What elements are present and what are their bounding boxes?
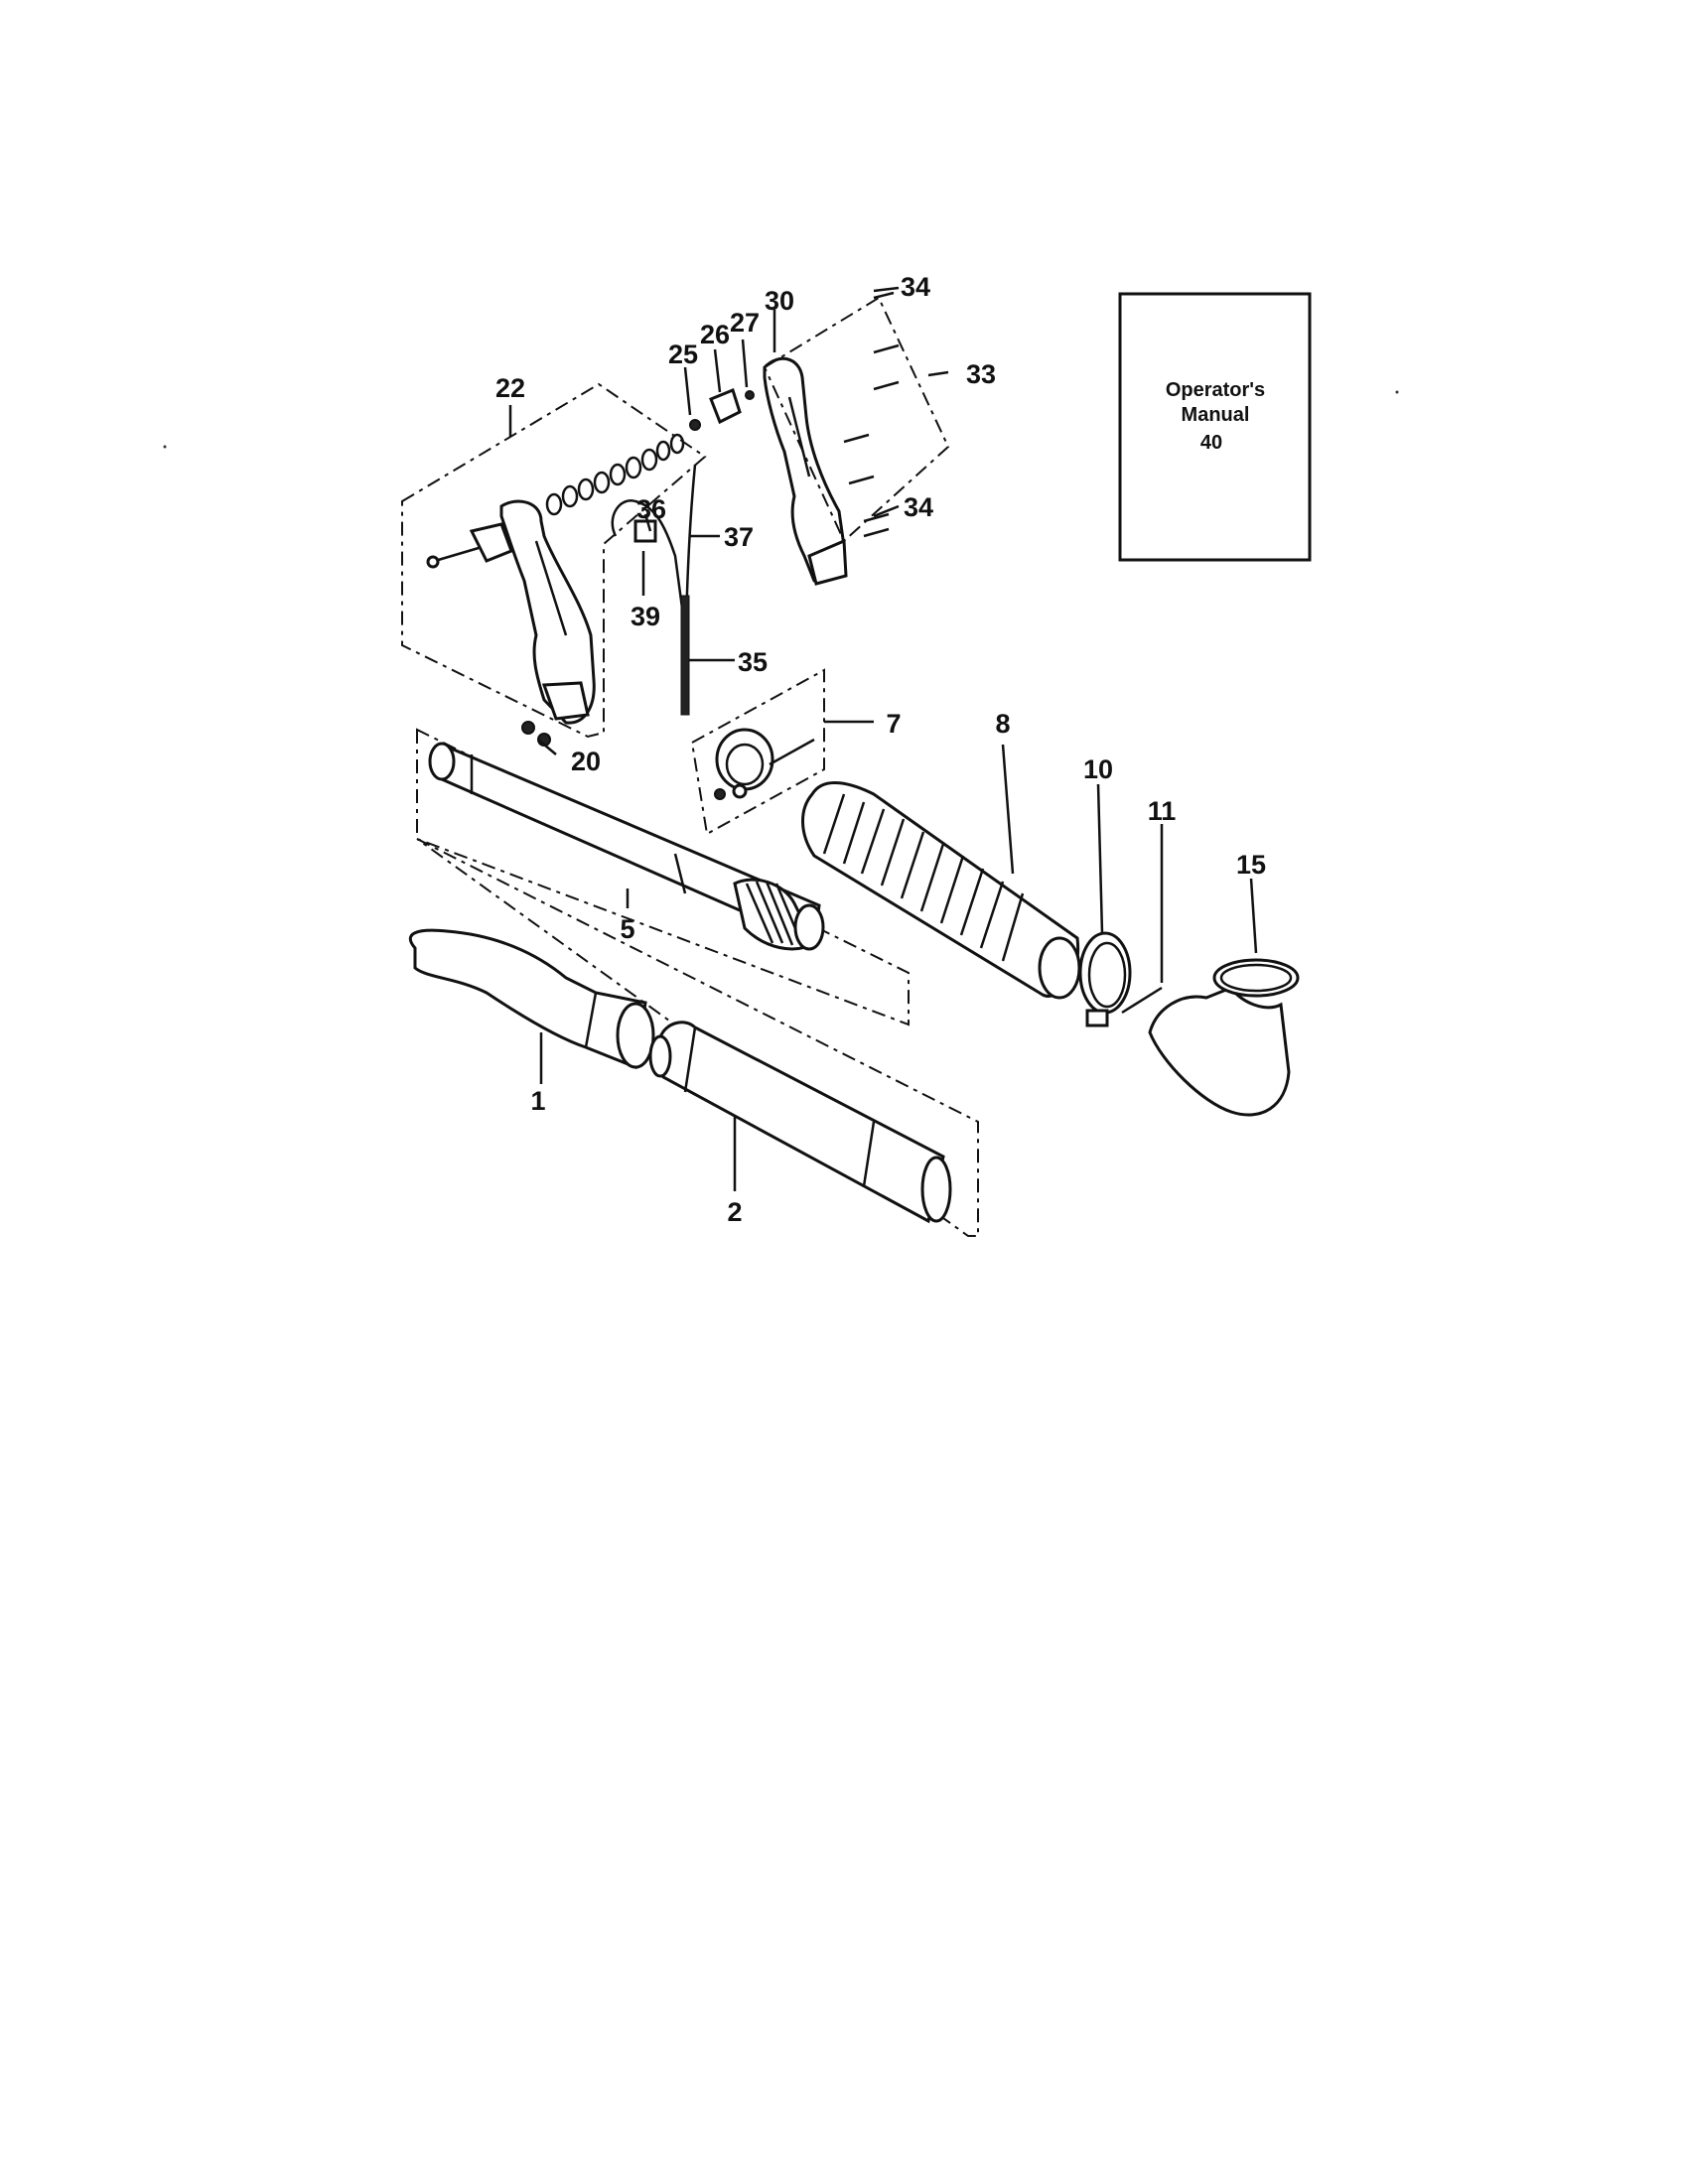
hose-clamp-7 — [714, 728, 815, 800]
assembly-boundary-22 — [401, 382, 707, 739]
washers-20 — [521, 721, 551, 747]
callout-35: 35 — [738, 647, 768, 677]
screws-33-34 — [763, 291, 950, 543]
manual-part-number: 40 — [1200, 432, 1222, 454]
callout-26: 26 — [700, 320, 730, 349]
flex-hose-8 — [801, 780, 1081, 1000]
scan-speck — [163, 445, 167, 449]
callout-22: 22 — [495, 373, 525, 403]
callout-37: 37 — [724, 522, 754, 552]
leader-lines — [508, 286, 1258, 1191]
callout-34-bottom: 34 — [904, 492, 933, 522]
blower-tube-5 — [428, 742, 825, 951]
callout-30: 30 — [765, 286, 794, 316]
scan-speck — [1395, 390, 1399, 394]
callout-25: 25 — [668, 340, 698, 369]
handle-left-half — [426, 499, 596, 725]
clamp-screw-11 — [1121, 986, 1163, 1015]
callout-7: 7 — [886, 709, 901, 739]
callout-33: 33 — [966, 359, 996, 389]
callout-34-top: 34 — [901, 272, 930, 302]
callout-20: 20 — [571, 747, 601, 776]
callout-5: 5 — [620, 914, 634, 944]
hose-clamp-10 — [1078, 931, 1132, 1027]
handle-right-half — [763, 356, 848, 586]
manual-title-line2: Manual — [1182, 404, 1250, 426]
handle-springs — [545, 433, 685, 516]
callout-36: 36 — [636, 494, 666, 524]
straight-tube-2 — [648, 1021, 952, 1224]
assembly-boundary-2 — [416, 838, 979, 1237]
curved-tube-1 — [408, 928, 655, 1070]
callout-15: 15 — [1236, 850, 1266, 880]
callout-labels: 22 20 25 26 27 30 34 33 34 36 37 39 35 7… — [495, 272, 1266, 1227]
callout-27: 27 — [730, 308, 760, 338]
manual-title-line1: Operator's — [1166, 379, 1265, 401]
callout-10: 10 — [1083, 754, 1113, 784]
callout-11: 11 — [1148, 796, 1177, 826]
callout-39: 39 — [631, 602, 660, 631]
assembly-boundary-7 — [690, 668, 825, 836]
callout-1: 1 — [530, 1086, 545, 1116]
trigger-parts — [689, 387, 755, 431]
operators-manual-box: Operator's Manual 40 — [1118, 292, 1312, 562]
callout-2: 2 — [727, 1197, 742, 1227]
elbow-15 — [1148, 958, 1300, 1117]
callout-8: 8 — [995, 709, 1010, 739]
throttle-cable — [611, 464, 697, 716]
